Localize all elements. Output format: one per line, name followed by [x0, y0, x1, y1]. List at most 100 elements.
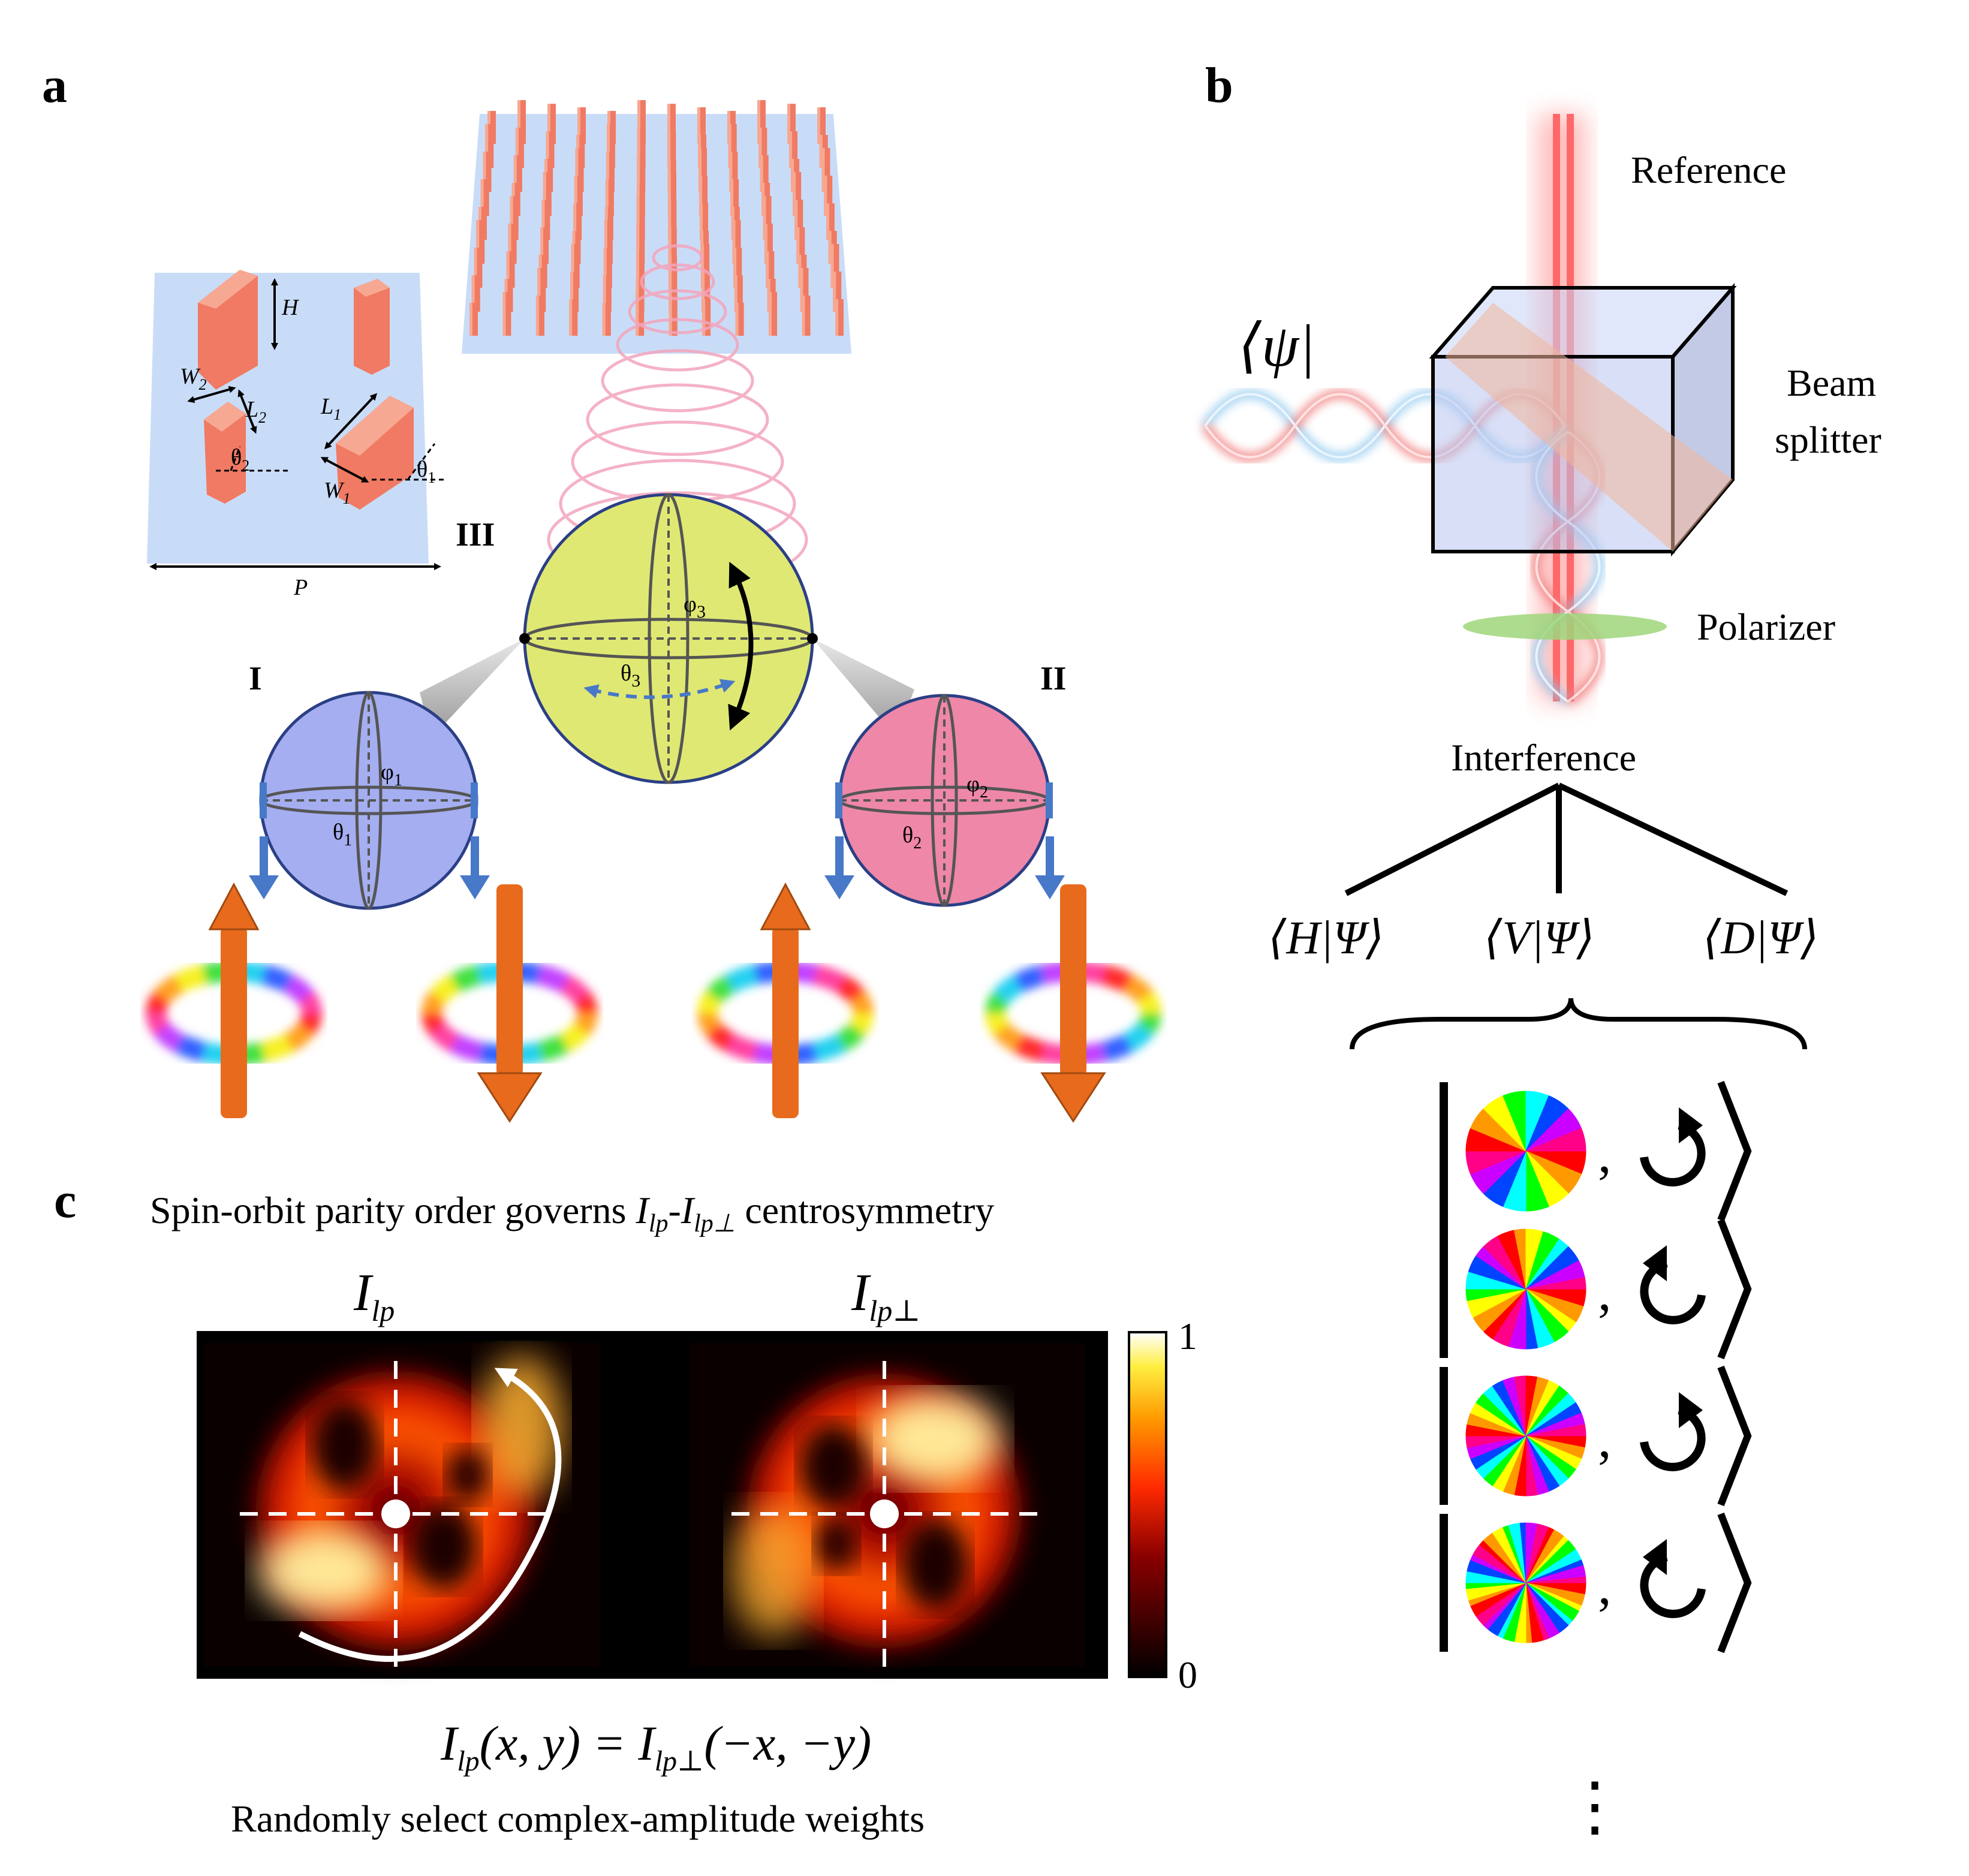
pillar-highlight [669, 296, 672, 336]
beam-label: Beam [1787, 362, 1876, 404]
pillar-highlight [667, 104, 670, 144]
cone-left [420, 639, 525, 737]
vortex-phase-disk [1465, 1091, 1586, 1212]
pillar-highlight [787, 104, 790, 144]
pillar-highlight [485, 124, 489, 168]
colorbar-max: 1 [1178, 1315, 1197, 1357]
pillar-highlight [835, 299, 838, 336]
pillar-highlight [469, 303, 472, 336]
parity-equation: Ilp(x, y) = Ilp⊥(−x, −y) [440, 1716, 871, 1777]
ket-angle [1717, 1218, 1752, 1360]
label-L2: L2 [245, 397, 266, 426]
oam-beam-3 [697, 882, 874, 1118]
circular-polarization-arrow [1640, 1121, 1706, 1187]
pillar-highlight [541, 200, 545, 240]
label-W2: W2 [180, 364, 207, 393]
pillar-highlight [800, 268, 803, 312]
pillar-highlight [796, 227, 800, 264]
circular-polarization-arrow [1640, 1259, 1706, 1324]
poincare-sphere-I: φ1 θ1 [259, 691, 478, 910]
pillar-highlight [819, 135, 823, 168]
ket-comma: , [1598, 1556, 1612, 1616]
label-theta2: θ2 [231, 445, 249, 474]
pillar-highlight [830, 244, 834, 288]
pillar-highlight [547, 104, 550, 144]
pillar-highlight [574, 176, 577, 216]
pillar-highlight [821, 148, 825, 192]
caption: Randomly select complex-amplitude weight… [231, 1797, 925, 1840]
projection-V: ⟨V|Ψ⟩ [1484, 911, 1595, 963]
ket-angle [1717, 1365, 1752, 1507]
spin-arrow-head-up [760, 882, 811, 931]
circular-arrow-head [1643, 1539, 1667, 1575]
pillar-highlight [540, 227, 544, 264]
pillar-highlight [471, 275, 475, 312]
colorbar [1128, 1331, 1167, 1678]
pillar-highlight [546, 131, 549, 168]
psi-bra: ⟨ψ| [1238, 312, 1315, 379]
panel-letter-b: b [1205, 58, 1233, 113]
panel-a: H W2 L2 θ2 L1 W1 θ1 P III I II φ3 θ3 [146, 100, 1162, 1123]
pillar-short-1 [204, 402, 246, 504]
state-ket-2: , [1440, 1218, 1752, 1360]
vortex-phase-disk [1465, 1522, 1586, 1643]
spin-arrow-head-up [208, 882, 260, 931]
pillar-highlight [636, 196, 640, 240]
pillar-highlight [730, 179, 734, 216]
roman-II: II [1040, 660, 1067, 697]
pillar-highlight [637, 100, 640, 144]
pillar-highlight [636, 251, 639, 288]
pillar-highlight [733, 248, 737, 288]
spin-arrow-shaft [496, 884, 523, 1076]
splitter-label: splitter [1775, 418, 1881, 461]
pillar-highlight [729, 152, 733, 192]
pillar-highlight [602, 303, 606, 336]
pillar-highlight [606, 152, 609, 192]
panel-letter-a: a [42, 58, 67, 113]
pillar-highlight [789, 131, 793, 168]
pillar-highlight [817, 107, 820, 144]
pillar-highlight [506, 251, 510, 288]
pillar-highlight [637, 128, 640, 168]
rotation-arrow [298, 1368, 562, 1662]
panel-b: Reference ⟨ψ| Beam splitter Polarize [1202, 114, 1881, 1843]
pillar-highlight [575, 148, 579, 192]
ket-comma: , [1598, 1410, 1612, 1469]
poincare-sphere-II: φ2 θ2 [835, 694, 1053, 907]
pillar-highlight [764, 224, 767, 264]
label-L1: L1 [320, 394, 341, 423]
pillar-highlight [828, 231, 832, 264]
pillar-highlight [757, 100, 760, 144]
ket-angle [1717, 1080, 1752, 1222]
pillar-highlight [483, 152, 486, 192]
curly-brace [1350, 998, 1807, 1050]
blue-output-arrows [249, 836, 1065, 899]
pillar-tall-2 [354, 279, 390, 375]
ket-angle [1717, 1512, 1752, 1654]
label-theta1: θ1 [417, 457, 435, 486]
pillar-highlight [508, 224, 511, 264]
pillar-highlight [570, 272, 574, 312]
pillar-highlight [637, 155, 640, 192]
meta-atom-inset: H W2 L2 θ2 L1 W1 θ1 P [147, 270, 447, 600]
reference-label: Reference [1631, 149, 1786, 191]
pillar-highlight [480, 179, 484, 216]
panel-letter-c: c [54, 1173, 76, 1228]
label-P: P [293, 575, 308, 600]
pillar-highlight [699, 176, 703, 216]
pillar-highlight [802, 296, 805, 336]
pillar-highlight [474, 248, 477, 288]
pillar-highlight [702, 299, 706, 336]
pillar-highlight [476, 220, 480, 264]
pillar-highlight [734, 275, 737, 312]
pillar-highlight [603, 248, 607, 288]
colorbar-min: 0 [1178, 1654, 1197, 1696]
pillar-highlight [543, 172, 546, 216]
intensity-image-lp [204, 1343, 600, 1667]
beam-splitter-cube [1429, 282, 1737, 557]
pillar-highlight [766, 251, 769, 288]
oam-beam-2 [422, 884, 598, 1123]
projection-H: ⟨H|Ψ⟩ [1268, 911, 1384, 963]
metasurface-array [462, 100, 851, 354]
pillar-highlight [701, 244, 704, 288]
